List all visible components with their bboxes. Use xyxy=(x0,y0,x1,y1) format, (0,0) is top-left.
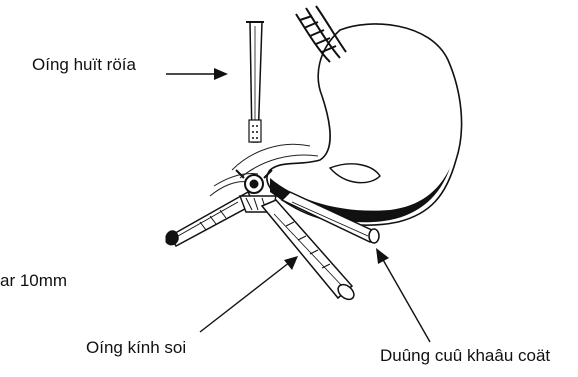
arrow-suction xyxy=(166,68,228,80)
arrow-suture xyxy=(376,248,430,342)
arrow-scope xyxy=(200,256,298,332)
esophagus xyxy=(296,6,346,62)
omentum xyxy=(210,144,318,196)
inner-fold xyxy=(330,164,380,183)
trocar-label: ar 10mm xyxy=(0,271,67,291)
scope-label: Oíng kính soi xyxy=(86,338,186,358)
suture-tool-label: Duûng cuû khaâu coät xyxy=(380,346,550,366)
suction-tube-label: Oíng huït röía xyxy=(32,55,136,75)
suction-tube xyxy=(246,22,264,142)
